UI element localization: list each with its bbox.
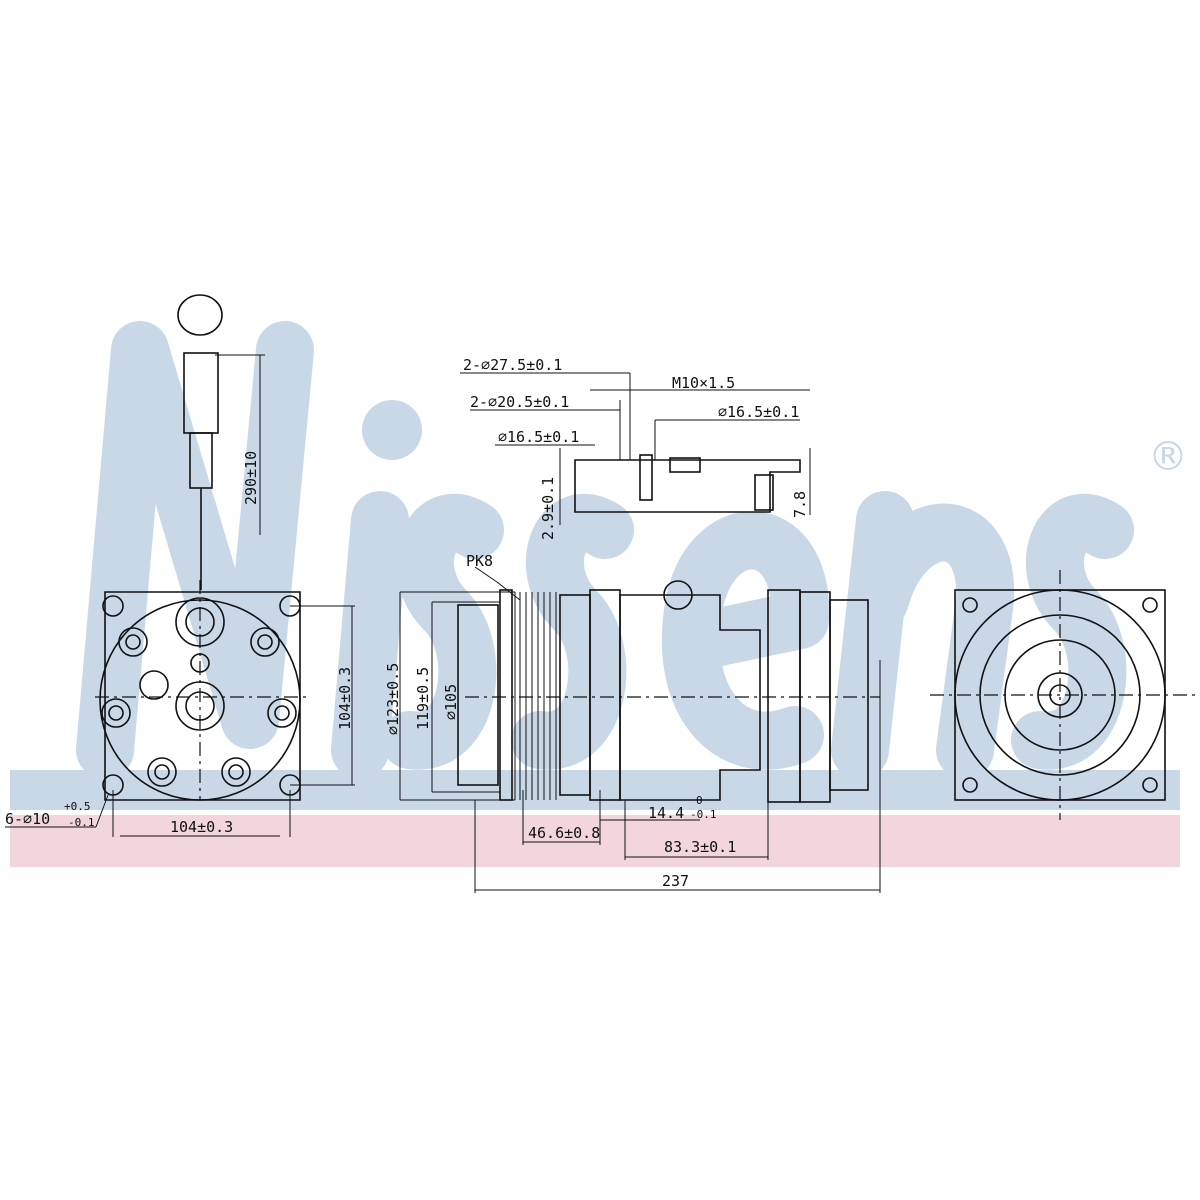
label-83: 83.3±0.1: [664, 838, 736, 856]
label-237: 237: [662, 872, 689, 890]
side-view: [399, 566, 881, 893]
label-d105: ⌀105: [442, 684, 460, 720]
label-bore-left: ⌀16.5±0.1: [498, 428, 579, 446]
label-holes-tol-up: +0.5: [64, 800, 91, 813]
manifold-section: [460, 372, 811, 525]
label-holes-tol-down: -0.1: [68, 816, 95, 829]
label-14: 14.4: [648, 804, 684, 822]
label-port-inner: 2-⌀20.5±0.1: [470, 393, 569, 411]
label-height: 7.8: [791, 491, 809, 518]
label-46: 46.6±0.8: [528, 824, 600, 842]
label-d119: 119±0.5: [414, 667, 432, 730]
rear-view: [5, 294, 355, 837]
nissens-logo-letters: [76, 321, 1134, 779]
front-view: [930, 570, 1195, 820]
registered-mark: ®: [1148, 434, 1188, 480]
label-pulley: PK8: [466, 552, 493, 570]
label-bolt-horizontal: 104±0.3: [170, 818, 233, 836]
label-bolt-vertical: 104±0.3: [336, 667, 354, 730]
label-holes: 6-⌀10: [5, 810, 50, 828]
label-d123: ⌀123±0.5: [384, 663, 402, 735]
label-cable-length: 290±10: [242, 451, 260, 505]
nissens-watermark: ®: [10, 321, 1188, 867]
label-port-outer: 2-⌀27.5±0.1: [463, 356, 562, 374]
label-14-tol-down: -0.1: [690, 808, 717, 821]
dimension-labels: 2-⌀27.5±0.1 2-⌀20.5±0.1 M10×1.5 ⌀16.5±0.…: [5, 356, 809, 890]
label-thread: M10×1.5: [672, 374, 735, 392]
label-14-tol-up: 0: [696, 794, 703, 807]
label-depth: 2.9±0.1: [539, 477, 557, 540]
label-bore-right: ⌀16.5±0.1: [718, 403, 799, 421]
